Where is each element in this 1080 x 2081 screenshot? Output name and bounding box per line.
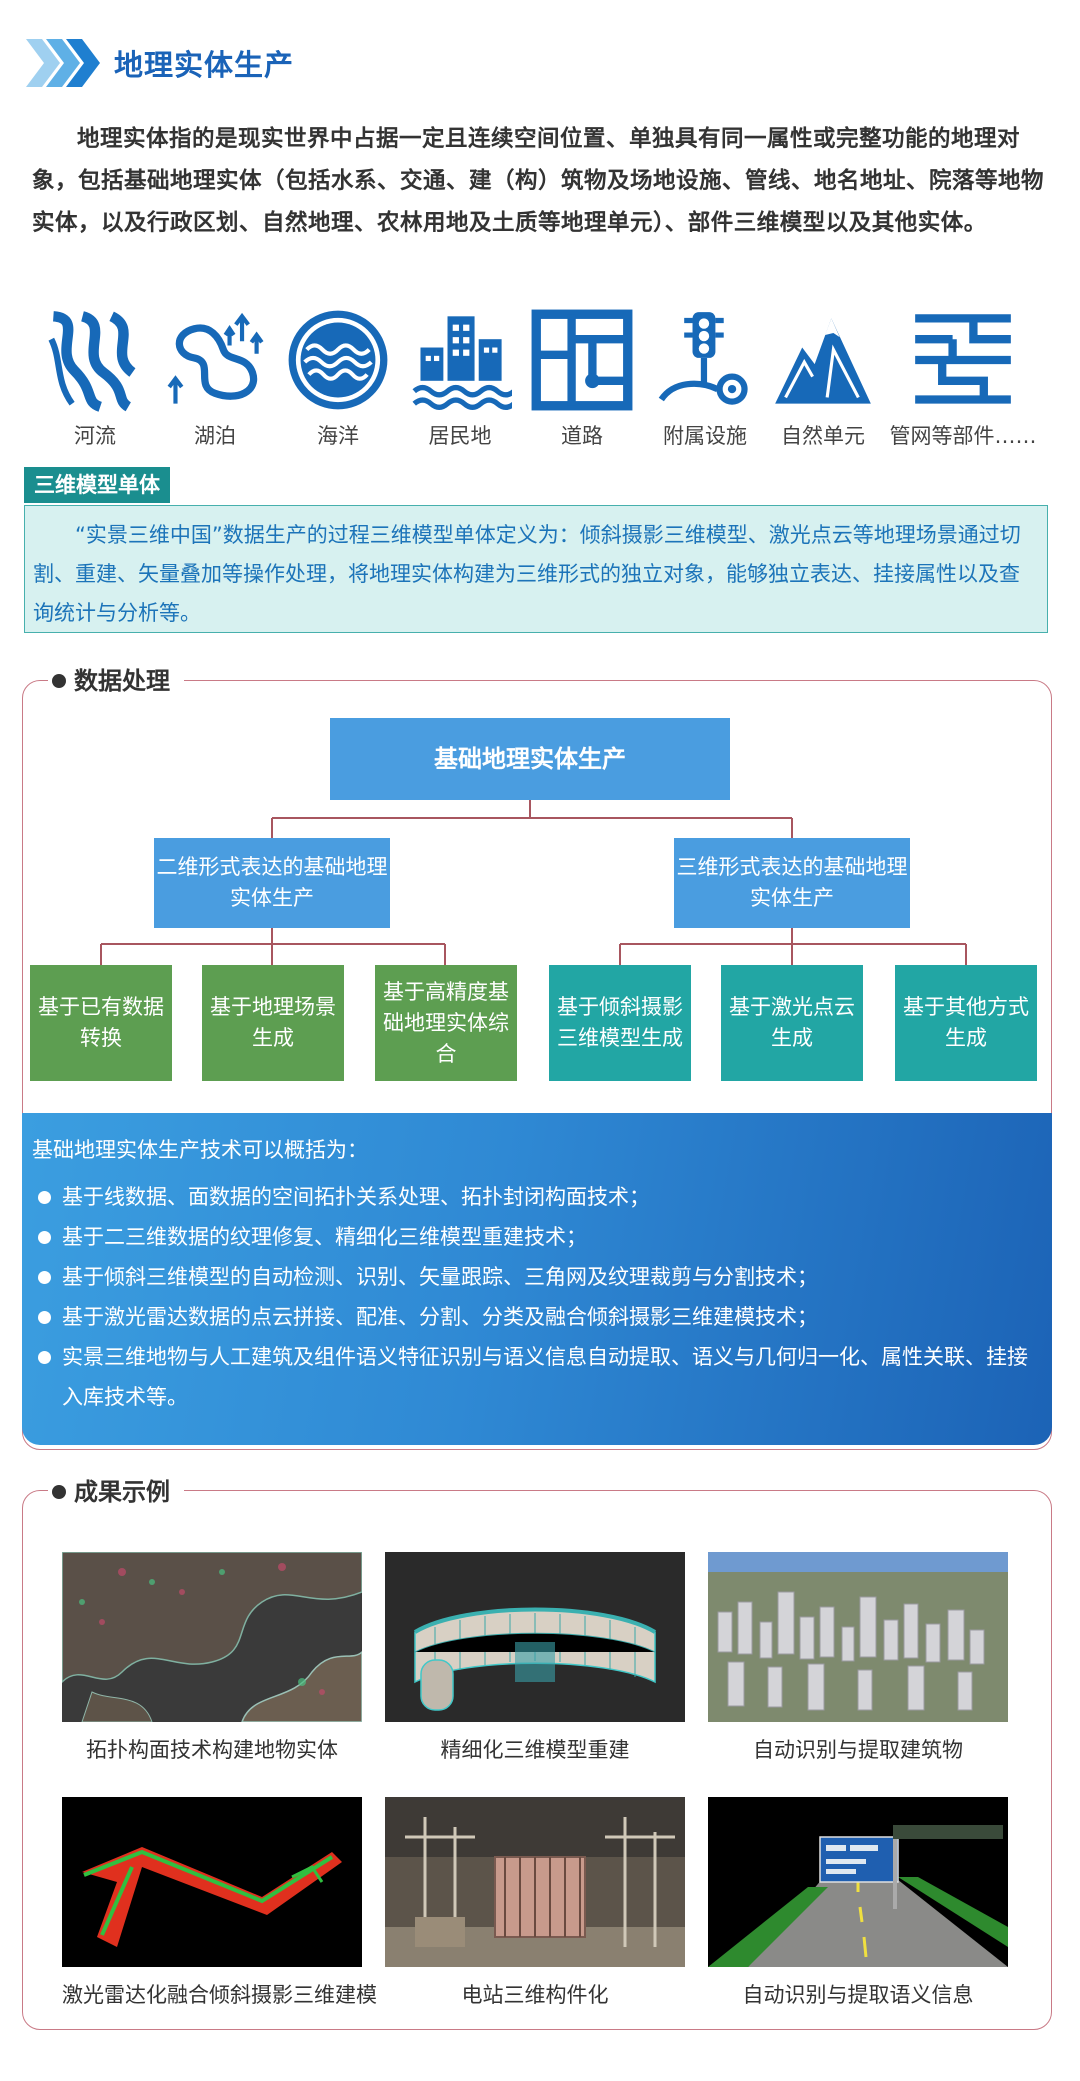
- page-header: 地理实体生产: [26, 38, 294, 88]
- entity-label: 道路: [561, 424, 603, 448]
- flow-root-node: 基础地理实体生产: [330, 718, 730, 800]
- building-extraction-image: [708, 1552, 1008, 1722]
- facility-icon: [658, 312, 748, 405]
- result-image: [708, 1552, 1008, 1722]
- lake-icon: [167, 312, 264, 404]
- entity-item-river: 河流: [30, 308, 160, 450]
- tech-list-item: 基于线数据、面数据的空间拓扑关系处理、拓扑封闭构面技术；: [32, 1177, 1042, 1217]
- tech-lead-text: 基础地理实体生产技术可以概括为：: [32, 1138, 368, 1162]
- entity-item-natural: 自然单元: [758, 308, 888, 450]
- data-processing-frame: [22, 680, 1052, 1450]
- result-caption: 电站三维构件化: [461, 1983, 609, 2007]
- entity-label: 居民地: [428, 424, 492, 448]
- flow-node-2d-child: 基于高精度基础地理实体综合: [375, 965, 517, 1081]
- result-image: [708, 1797, 1008, 1967]
- substation-image: [385, 1797, 685, 1967]
- residential-icon: [412, 316, 512, 410]
- fine-3d-model-image: [385, 1552, 685, 1722]
- model3d-tag: 三维模型单体: [24, 467, 170, 503]
- section-title-data-processing: 数据处理: [48, 664, 184, 698]
- result-caption: 自动识别与提取语义信息: [742, 1983, 974, 2007]
- result-item-topology: 拓扑构面技术构建地物实体: [62, 1552, 362, 1764]
- entity-item-pipe: 管网等部件……: [878, 308, 1048, 450]
- pipe-network-icon: [915, 314, 1011, 404]
- result-caption: 自动识别与提取建筑物: [753, 1738, 963, 1762]
- flow-node-2d: 二维形式表达的基础地理实体生产: [154, 838, 390, 928]
- bullet-dot-icon: [52, 1485, 66, 1499]
- tech-list-item: 基于激光雷达数据的点云拼接、配准、分割、分类及融合倾斜摄影三维建模技术；: [32, 1297, 1042, 1337]
- model3d-description: “实景三维中国”数据生产的过程三维模型单体定义为：倾斜摄影三维模型、激光点云等地…: [24, 505, 1048, 633]
- result-caption: 精细化三维模型重建: [440, 1738, 630, 1762]
- ocean-icon: [288, 310, 388, 410]
- flow-node-3d: 三维形式表达的基础地理实体生产: [674, 838, 910, 928]
- entity-label: 附属设施: [663, 424, 747, 448]
- results-frame: [22, 1490, 1052, 2030]
- entity-item-facility: 附属设施: [640, 308, 770, 450]
- flow-node-2d-child: 基于已有数据转换: [30, 965, 172, 1081]
- result-item-substation: 电站三维构件化: [385, 1797, 685, 2009]
- tech-list-item: 实景三维地物与人工建筑及组件语义特征识别与语义信息自动提取、语义与几何归一化、属…: [32, 1337, 1042, 1417]
- result-caption: 拓扑构面技术构建地物实体: [86, 1738, 338, 1762]
- flow-node-3d-child: 基于其他方式生成: [895, 965, 1037, 1081]
- entity-item-residential: 居民地: [395, 308, 525, 450]
- entity-item-ocean: 海洋: [273, 308, 403, 450]
- result-image: [385, 1552, 685, 1722]
- section-title-text: 成果示例: [74, 1478, 170, 1506]
- bullet-dot-icon: [52, 674, 66, 688]
- result-image: [62, 1797, 362, 1967]
- entity-label: 河流: [74, 424, 116, 448]
- road-icon: [531, 309, 633, 411]
- semantic-extraction-image: [708, 1797, 1008, 1967]
- entity-item-road: 道路: [517, 308, 647, 450]
- result-image: [385, 1797, 685, 1967]
- tech-list-item: 基于倾斜三维模型的自动检测、识别、矢量跟踪、三角网及纹理裁剪与分割技术；: [32, 1257, 1042, 1297]
- topology-map-image: [62, 1552, 362, 1722]
- entity-label: 管网等部件……: [889, 424, 1037, 448]
- result-item-building-extraction: 自动识别与提取建筑物: [708, 1552, 1008, 1764]
- entity-label: 湖泊: [194, 424, 236, 448]
- section-title-text: 数据处理: [74, 667, 170, 695]
- entity-icon-row: 河流 湖泊 海洋 居民地: [30, 308, 1060, 458]
- chevron-right-icon: [26, 39, 100, 87]
- tech-summary-panel: 基础地理实体生产技术可以概括为： 基于线数据、面数据的空间拓扑关系处理、拓扑封闭…: [22, 1113, 1052, 1445]
- result-item-fine-model: 精细化三维模型重建: [385, 1552, 685, 1764]
- mountain-icon: [775, 318, 871, 404]
- entity-item-lake: 湖泊: [150, 308, 280, 450]
- river-icon: [48, 311, 136, 412]
- result-caption: 激光雷达化融合倾斜摄影三维建模: [62, 1983, 377, 2007]
- entity-label: 自然单元: [781, 424, 865, 448]
- flow-node-3d-child: 基于倾斜摄影三维模型生成: [549, 965, 691, 1081]
- section-title-results: 成果示例: [48, 1475, 184, 1509]
- tech-list-item: 基于二三维数据的纹理修复、精细化三维模型重建技术；: [32, 1217, 1042, 1257]
- entity-label: 海洋: [317, 424, 359, 448]
- result-item-lidar-fusion: 激光雷达化融合倾斜摄影三维建模: [62, 1797, 377, 2009]
- flow-node-3d-child: 基于激光点云生成: [721, 965, 863, 1081]
- lidar-fusion-image: [62, 1797, 362, 1967]
- flow-node-2d-child: 基于地理场景生成: [202, 965, 344, 1081]
- intro-paragraph: 地理实体指的是现实世界中占据一定且连续空间位置、单独具有同一属性或完整功能的地理…: [32, 126, 1045, 236]
- result-image: [62, 1552, 362, 1722]
- page-title: 地理实体生产: [114, 48, 295, 82]
- result-item-semantic: 自动识别与提取语义信息: [708, 1797, 1008, 2009]
